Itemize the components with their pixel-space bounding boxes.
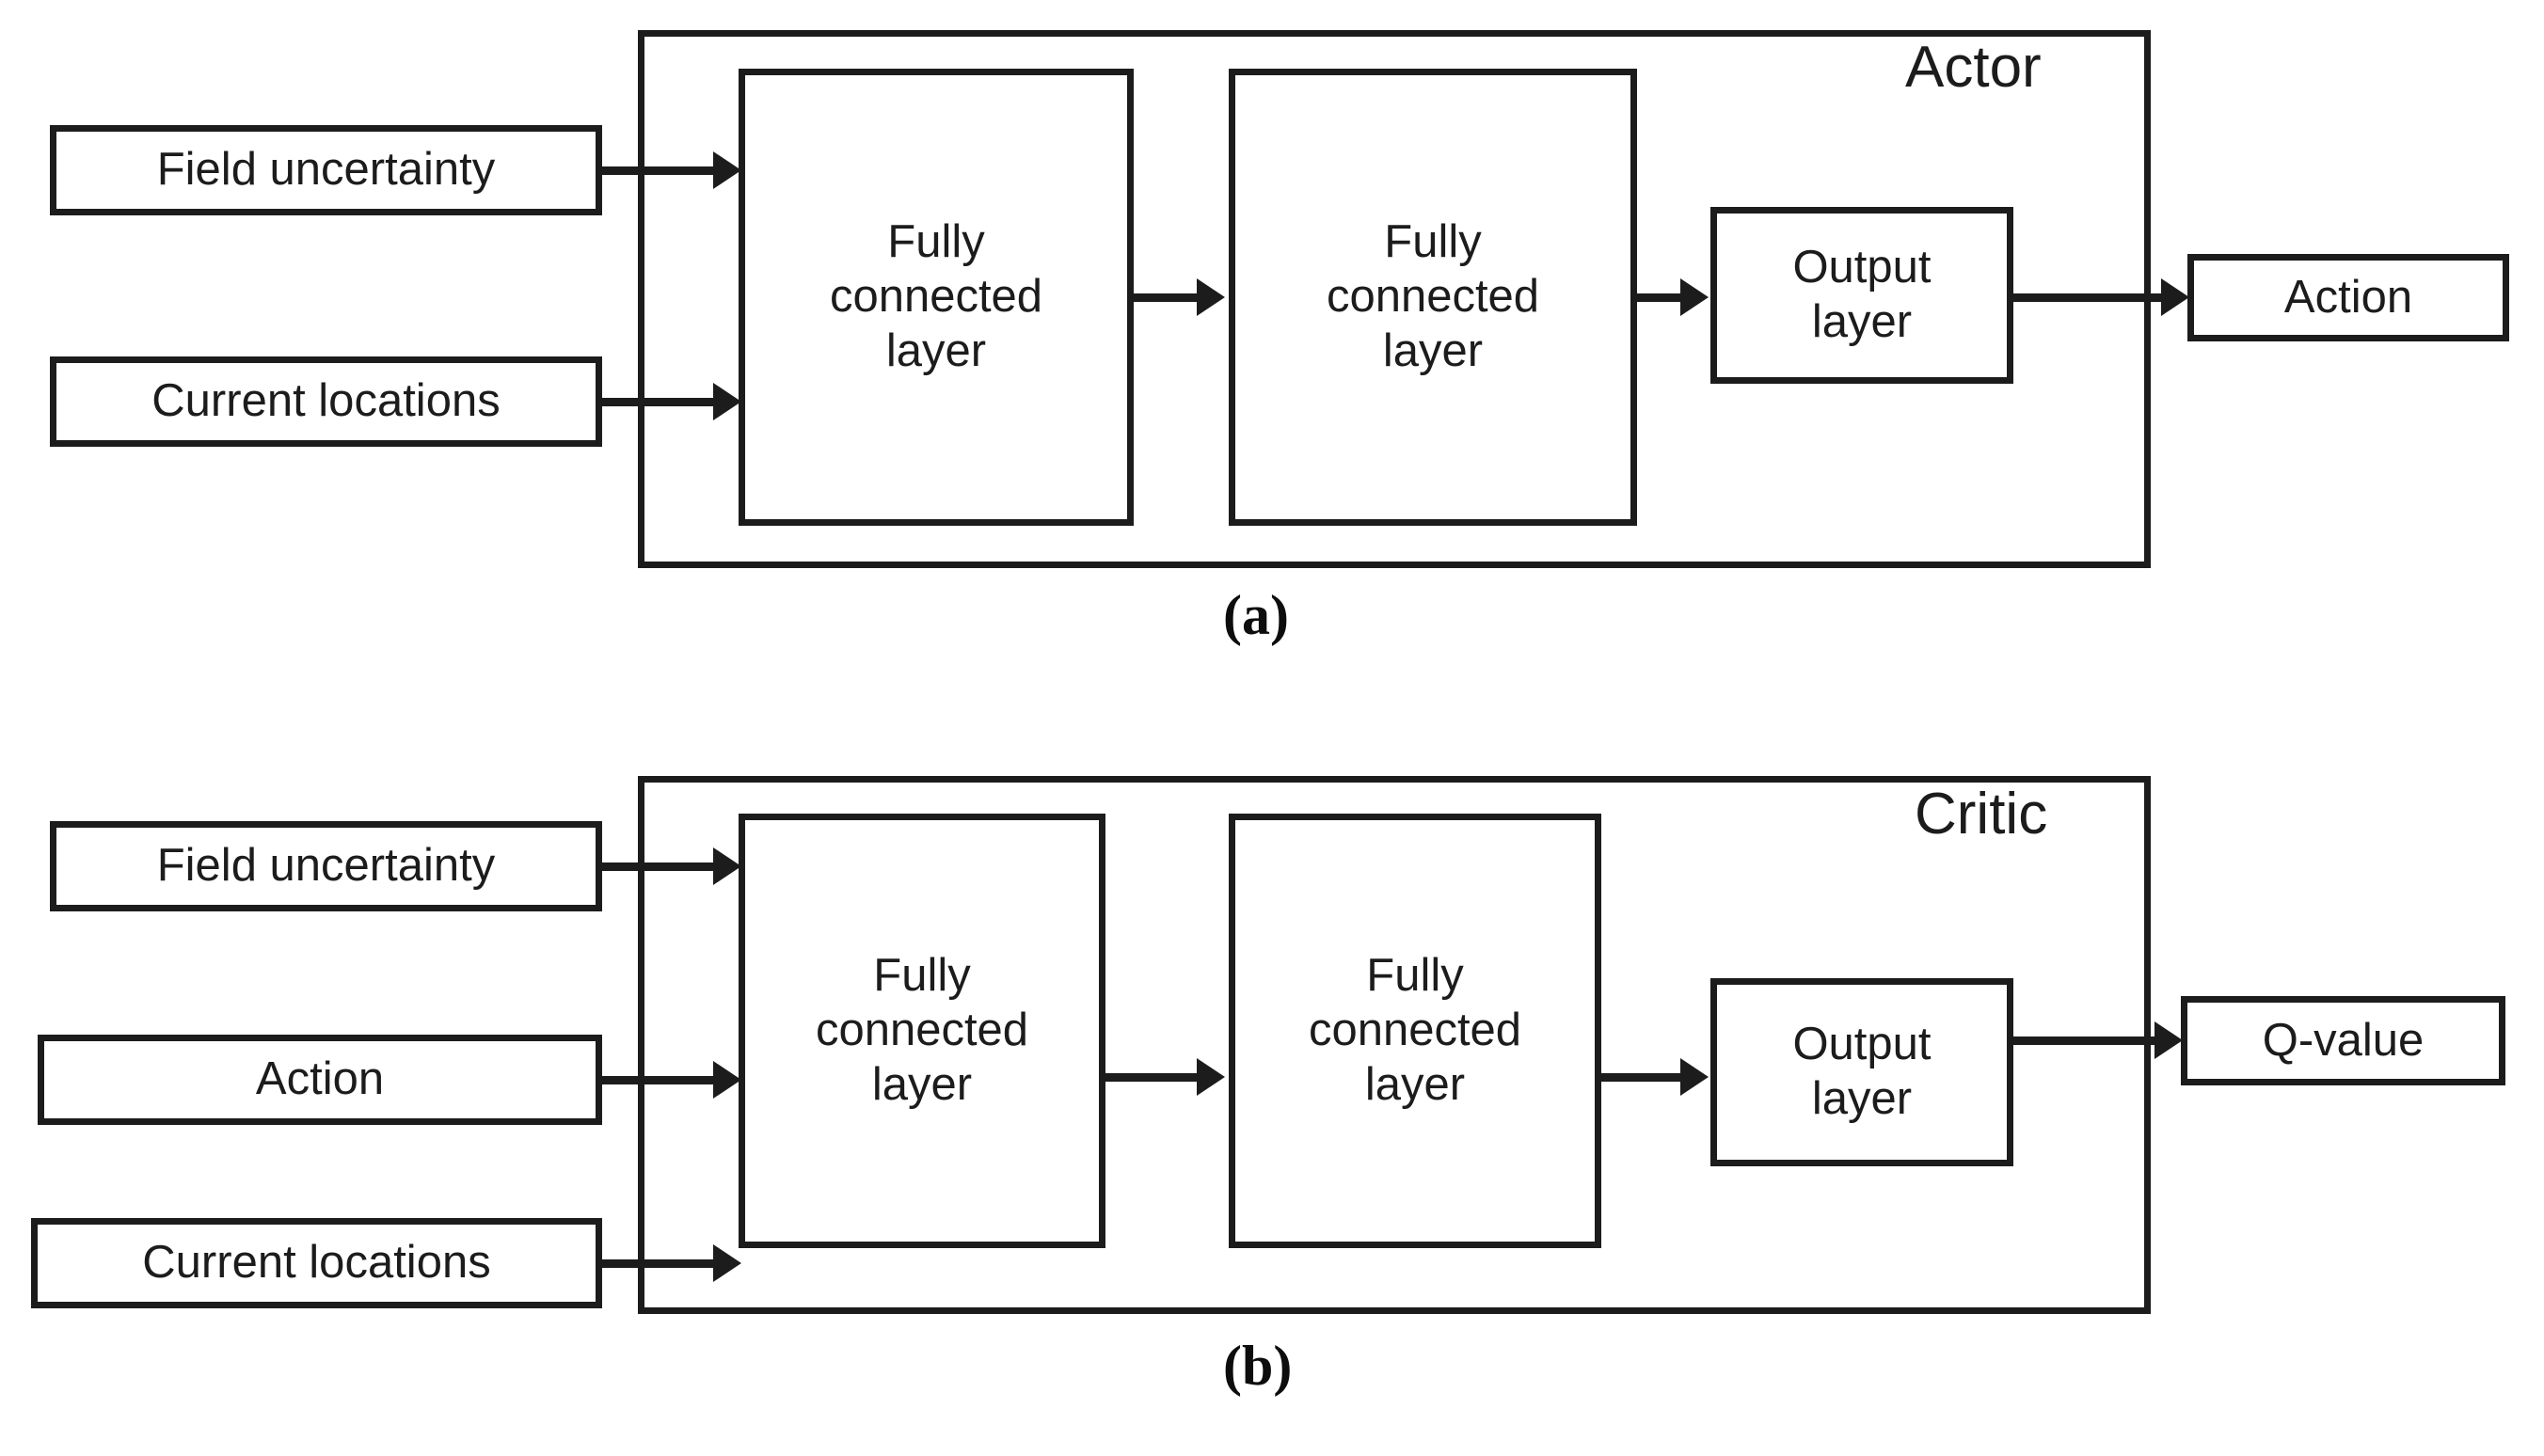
actor-panel-title: Actor — [1905, 35, 2042, 100]
actor-input-2-arrow-icon — [713, 383, 741, 420]
actor-output-layer[interactable]: Output layer — [1710, 207, 2013, 384]
critic-panel — [638, 776, 2151, 1314]
actor-fc-layer-1[interactable]: Fully connected layer — [739, 69, 1134, 526]
critic-panel-title: Critic — [1915, 782, 2048, 847]
critic-output-qvalue[interactable]: Q-value — [2181, 996, 2505, 1085]
actor-output-action-label: Action — [2283, 271, 2413, 323]
actor-input-current-locations-label: Current locations — [151, 375, 501, 427]
critic-fc1-to-fc2-arrow-icon — [1197, 1058, 1225, 1096]
actor-output-to-action-connector — [2013, 293, 2173, 302]
critic-output-layer[interactable]: Output layer — [1710, 978, 2013, 1166]
actor-fc-layer-1-line3: layer — [885, 324, 987, 376]
actor-output-to-action-arrow-icon — [2161, 278, 2189, 316]
critic-input-3-connector — [602, 1259, 721, 1268]
actor-fc2-to-output-connector — [1637, 293, 1684, 302]
critic-fc2-to-output-arrow-icon — [1680, 1058, 1709, 1096]
critic-fc-layer-2-line1: Fully — [1366, 950, 1464, 1002]
critic-input-2-connector — [602, 1076, 721, 1084]
actor-input-field-uncertainty[interactable]: Field uncertainty — [50, 125, 602, 215]
critic-fc-layer-1-line3: layer — [871, 1058, 973, 1110]
caption-b: (b) — [1223, 1335, 1293, 1397]
actor-fc-layer-1-line2: connected — [829, 271, 1043, 323]
critic-fc1-to-fc2-connector — [1105, 1073, 1200, 1082]
critic-fc-layer-2-line2: connected — [1308, 1005, 1522, 1056]
critic-fc-layer-1-line1: Fully — [873, 950, 971, 1002]
critic-input-action-label: Action — [255, 1053, 385, 1105]
critic-output-to-qvalue-arrow-icon — [2154, 1021, 2183, 1059]
actor-fc2-to-output-arrow-icon — [1680, 278, 1709, 316]
critic-input-1-arrow-icon — [713, 847, 741, 885]
actor-fc-layer-2-line1: Fully — [1384, 216, 1482, 268]
actor-output-layer-line1: Output — [1792, 242, 1932, 293]
actor-fc-layer-2-line3: layer — [1382, 324, 1484, 376]
critic-output-layer-line2: layer — [1811, 1073, 1913, 1124]
critic-fc-layer-1[interactable]: Fully connected layer — [739, 814, 1105, 1248]
actor-input-2-connector — [602, 398, 721, 406]
critic-input-3-arrow-icon — [713, 1244, 741, 1282]
actor-input-field-uncertainty-label: Field uncertainty — [156, 144, 496, 196]
actor-output-action[interactable]: Action — [2187, 254, 2509, 341]
critic-input-2-arrow-icon — [713, 1061, 741, 1099]
caption-a: (a) — [1223, 584, 1289, 646]
actor-fc-layer-2-line2: connected — [1326, 271, 1540, 323]
actor-fc-layer-2[interactable]: Fully connected layer — [1229, 69, 1637, 526]
critic-output-to-qvalue-connector — [2013, 1037, 2166, 1045]
critic-fc2-to-output-connector — [1601, 1073, 1684, 1082]
critic-input-field-uncertainty-label: Field uncertainty — [156, 840, 496, 892]
critic-input-current-locations[interactable]: Current locations — [31, 1218, 602, 1308]
critic-input-1-connector — [602, 863, 721, 871]
critic-input-current-locations-label: Current locations — [142, 1237, 491, 1289]
critic-output-layer-line1: Output — [1792, 1019, 1932, 1070]
critic-fc-layer-2[interactable]: Fully connected layer — [1229, 814, 1601, 1248]
actor-fc1-to-fc2-arrow-icon — [1197, 278, 1225, 316]
actor-input-current-locations[interactable]: Current locations — [50, 356, 602, 447]
critic-fc-layer-1-line2: connected — [815, 1005, 1029, 1056]
critic-output-qvalue-label: Q-value — [2262, 1014, 2425, 1066]
actor-input-1-arrow-icon — [713, 151, 741, 189]
critic-input-action[interactable]: Action — [38, 1035, 602, 1125]
actor-fc1-to-fc2-connector — [1134, 293, 1201, 302]
actor-output-layer-line2: layer — [1811, 296, 1913, 347]
critic-input-field-uncertainty[interactable]: Field uncertainty — [50, 821, 602, 911]
critic-fc-layer-2-line3: layer — [1364, 1058, 1466, 1110]
actor-fc-layer-1-line1: Fully — [887, 216, 985, 268]
actor-input-1-connector — [602, 166, 721, 175]
